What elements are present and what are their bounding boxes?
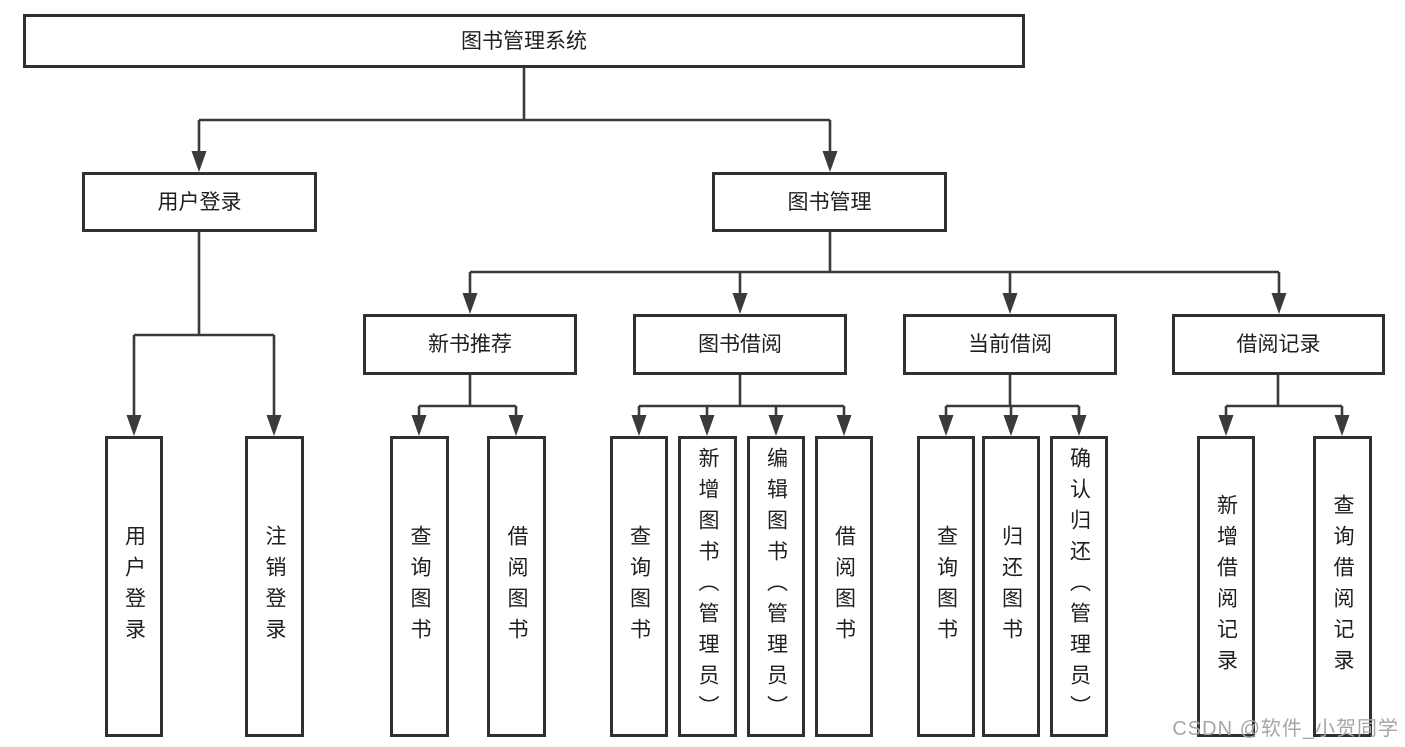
arrow-down-icon xyxy=(822,151,838,172)
node-leaf-confirm-return-admin: 确认归还（管理员） xyxy=(1050,436,1108,737)
node-leaf-edit-book-admin-label: 编辑图书（管理员） xyxy=(764,447,788,726)
arrow-down-icon xyxy=(1002,293,1018,314)
arrow-down-icon xyxy=(768,415,784,436)
connector-borrow-record-to-leaves xyxy=(1218,375,1350,436)
arrow-down-icon xyxy=(631,415,647,436)
line xyxy=(417,375,518,416)
line xyxy=(468,232,1281,294)
csdn-watermark: CSDN @软件_小贺同学 xyxy=(1172,718,1399,740)
arrow-down-icon xyxy=(938,415,954,436)
connector-new-book-rec-to-leaves xyxy=(411,375,524,436)
node-leaf-query-book-borrow: 查询图书 xyxy=(610,436,668,737)
line xyxy=(944,375,1081,416)
line xyxy=(132,232,276,416)
node-book-mgmt-label: 图书管理 xyxy=(787,190,872,214)
node-leaf-add-borrow-record: 新增借阅记录 xyxy=(1197,436,1255,737)
node-leaf-query-borrow-record: 查询借阅记录 xyxy=(1313,436,1372,737)
node-leaf-logout-label: 注销登录 xyxy=(263,524,286,649)
node-user-login-label: 用户登录 xyxy=(157,190,242,214)
node-leaf-logout: 注销登录 xyxy=(245,436,304,737)
node-new-book-rec: 新书推荐 xyxy=(363,314,577,375)
arrow-down-icon xyxy=(1271,293,1287,314)
node-leaf-query-book-rec: 查询图书 xyxy=(390,436,449,737)
node-leaf-query-borrow-record-label: 查询借阅记录 xyxy=(1331,493,1354,680)
node-root-label: 图书管理系统 xyxy=(461,29,587,53)
arrow-down-icon xyxy=(462,293,478,314)
arrow-down-icon xyxy=(191,151,207,172)
connector-user-login-to-leaves xyxy=(126,232,282,436)
arrow-down-icon xyxy=(1218,415,1234,436)
node-current-borrow: 当前借阅 xyxy=(903,314,1117,375)
node-leaf-confirm-return-admin-label: 确认归还（管理员） xyxy=(1067,447,1091,726)
arrow-down-icon xyxy=(411,415,427,436)
arrow-down-icon xyxy=(266,415,282,436)
node-leaf-borrow-book-borrow-label: 借阅图书 xyxy=(832,524,856,649)
node-root: 图书管理系统 xyxy=(23,14,1025,68)
connector-book-mgmt-to-level3 xyxy=(462,232,1287,314)
node-user-login: 用户登录 xyxy=(82,172,317,232)
arrow-down-icon xyxy=(836,415,852,436)
node-leaf-borrow-book-rec-label: 借阅图书 xyxy=(505,524,528,649)
node-leaf-query-book-current-label: 查询图书 xyxy=(934,524,958,649)
node-leaf-user-login-label: 用户登录 xyxy=(122,524,146,649)
node-book-borrow-label: 图书借阅 xyxy=(698,333,782,356)
connector-root-to-level2 xyxy=(191,68,838,172)
node-leaf-query-book-current: 查询图书 xyxy=(917,436,975,737)
node-leaf-add-borrow-record-label: 新增借阅记录 xyxy=(1214,493,1238,680)
node-leaf-return-book: 归还图书 xyxy=(982,436,1040,737)
line xyxy=(637,375,846,416)
node-leaf-query-book-rec-label: 查询图书 xyxy=(408,524,431,649)
node-book-mgmt: 图书管理 xyxy=(712,172,947,232)
arrow-down-icon xyxy=(699,415,715,436)
arrow-down-icon xyxy=(1334,415,1350,436)
node-leaf-edit-book-admin: 编辑图书（管理员） xyxy=(747,436,805,737)
node-current-borrow-label: 当前借阅 xyxy=(968,333,1052,356)
arrow-down-icon xyxy=(732,293,748,314)
arrow-down-icon xyxy=(1071,415,1087,436)
line xyxy=(1224,375,1344,416)
line xyxy=(197,68,832,152)
connector-book-borrow-to-leaves xyxy=(631,375,852,436)
arrow-down-icon xyxy=(1003,415,1019,436)
node-leaf-user-login: 用户登录 xyxy=(105,436,163,737)
arrow-down-icon xyxy=(126,415,142,436)
connector-current-borrow-to-leaves xyxy=(938,375,1087,436)
node-leaf-return-book-label: 归还图书 xyxy=(999,524,1023,649)
node-leaf-borrow-book-borrow: 借阅图书 xyxy=(815,436,873,737)
node-leaf-add-book-admin: 新增图书（管理员） xyxy=(678,436,737,737)
arrow-down-icon xyxy=(508,415,524,436)
node-new-book-rec-label: 新书推荐 xyxy=(428,333,512,356)
node-borrow-record: 借阅记录 xyxy=(1172,314,1385,375)
node-leaf-add-book-admin-label: 新增图书（管理员） xyxy=(696,447,719,726)
node-book-borrow: 图书借阅 xyxy=(633,314,847,375)
node-leaf-borrow-book-rec: 借阅图书 xyxy=(487,436,546,737)
node-leaf-query-book-borrow-label: 查询图书 xyxy=(627,524,651,649)
node-borrow-record-label: 借阅记录 xyxy=(1236,333,1321,356)
